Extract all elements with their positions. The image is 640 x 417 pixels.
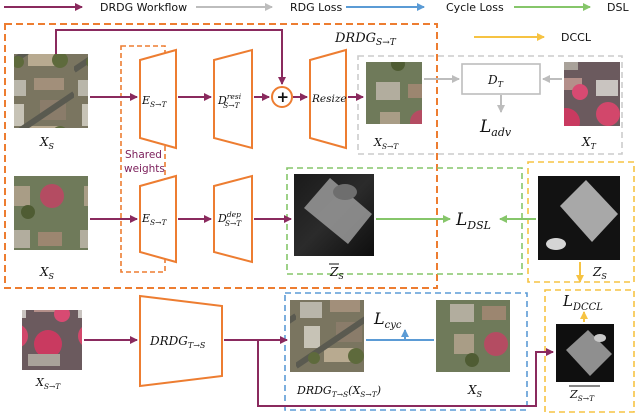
decoder-dep: [213, 174, 253, 264]
discriminator-dt: [461, 63, 541, 95]
add-node-symbol: +: [277, 88, 290, 106]
cycle-box: [284, 292, 528, 411]
label-xs-bottom: XS: [39, 265, 55, 281]
encoder-st-bottom: [139, 174, 177, 264]
source-image-xs-bottom: [14, 176, 88, 250]
drdg-ts-label: DRDGT→S: [149, 334, 206, 350]
predicted-depth-zst: [556, 324, 614, 382]
dccl-top-box: [527, 161, 635, 283]
resize-module: [309, 48, 347, 150]
label-xs-cycle: XS: [467, 383, 483, 399]
source-image-xs-top: [14, 54, 88, 128]
shared-weights-label-2: weights: [124, 163, 165, 175]
legend-rdg-label: RDG Loss: [290, 1, 343, 14]
translated-image-xst-bottom: [22, 310, 82, 370]
label-xst-bottom: XS→T: [35, 376, 61, 391]
ground-truth-depth-zs: [538, 176, 620, 260]
loss-cyc: Lcyc: [373, 309, 402, 331]
add-node: [271, 86, 293, 108]
label-zs: ZS: [592, 265, 607, 281]
encoder-st-top: [139, 48, 177, 150]
arrow-drdg-ts-to-zst: [257, 340, 554, 407]
target-image-xt: [564, 62, 620, 126]
loss-adv: Ladv: [479, 117, 512, 139]
encoder-st-top-label: ES→T: [141, 94, 167, 109]
legend-cycle-label: Cycle Loss: [446, 1, 504, 14]
loss-dsl: LDSL: [455, 210, 491, 232]
drdg-st-title: DRDGS→T: [334, 31, 397, 48]
label-zst-hat: ZS→T: [569, 388, 595, 403]
discriminator-dt-label: DT: [487, 73, 504, 89]
label-xt: XT: [581, 135, 597, 151]
reconstructed-image: [290, 300, 364, 372]
label-xs-top: XS: [39, 135, 55, 151]
legend-dsl-label: DSL: [607, 1, 629, 14]
encoder-st-bottom-label: ES→T: [141, 212, 167, 227]
label-xst-top: XS→T: [373, 136, 399, 151]
predicted-depth-zs: [294, 174, 374, 256]
drdg-st-box: [4, 23, 438, 289]
legend-workflow-label: DRDG Workflow: [100, 1, 187, 14]
shared-weights-label-1: Shared: [125, 149, 162, 161]
rdg-loss-box: [357, 55, 623, 155]
translated-image-xst: [366, 62, 422, 124]
loss-dccl: LDCCL: [562, 292, 603, 313]
decoder-resi: [213, 48, 253, 150]
shared-weights-box: [120, 45, 166, 273]
legend: DRDG Workflow RDG Loss Cycle Loss DSL DC…: [4, 1, 629, 44]
source-image-xs-cycle: [436, 300, 510, 372]
label-zs-hat: ZS: [329, 265, 344, 281]
label-drdg-ts-output: DRDGT→S(XS→T): [296, 384, 381, 399]
skip-connection-arrow: [55, 29, 286, 85]
drdg-ts-module: [139, 294, 223, 388]
resize-label: Resize: [311, 93, 347, 105]
legend-dccl-label: DCCL: [561, 31, 592, 44]
